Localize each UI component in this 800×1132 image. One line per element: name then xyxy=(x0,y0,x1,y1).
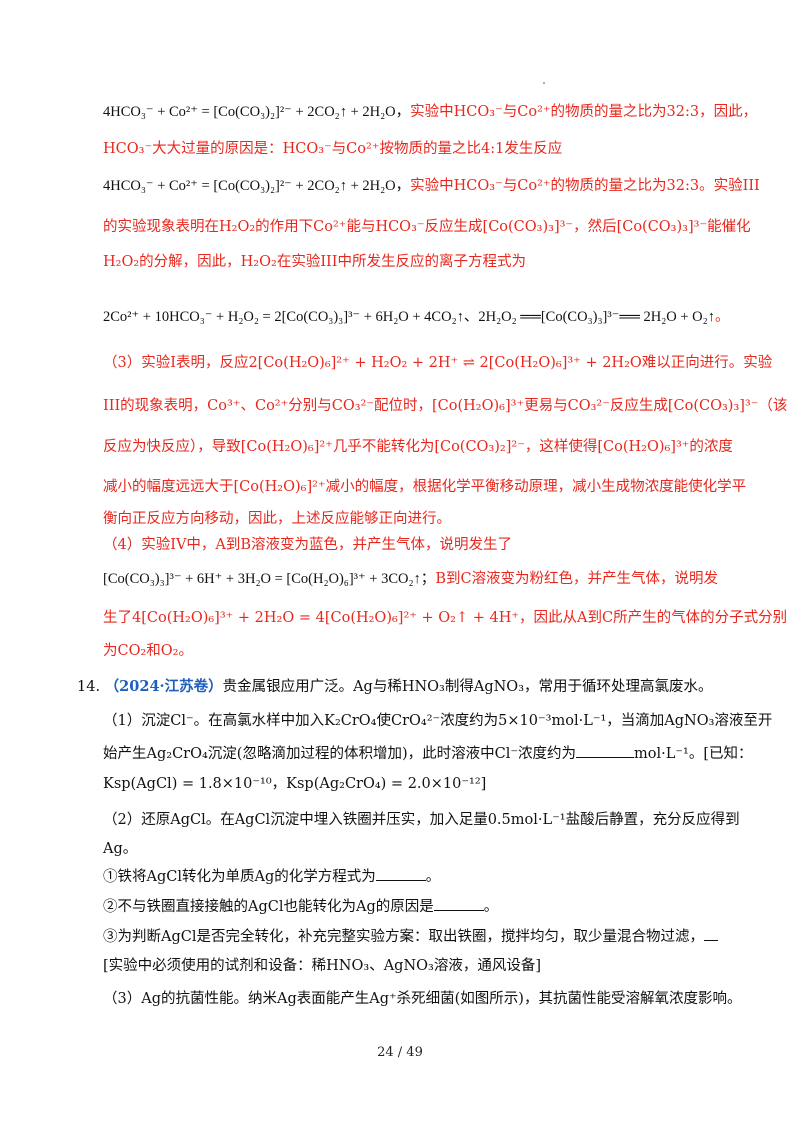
q14-part2-text: （2）还原AgCl。在AgCl沉淀中埋入铁圈并压实，加入足量0.5mol·L⁻¹… xyxy=(103,812,740,828)
answer-text: B到C溶液变为粉红色，并产生气体，说明发 xyxy=(435,571,719,587)
q14-part1-line2: 始产生Ag₂CrO₄沉淀(忽略滴加过程的体积增加)，此时溶液中Cl⁻浓度约为 mo… xyxy=(103,743,752,765)
q14-part2-text: 。 xyxy=(483,899,499,915)
q14-part2-item2: ②不与铁圈直接接触的AgCl也能转化为Ag的原因是 。 xyxy=(103,896,723,918)
answer-blank[interactable] xyxy=(433,896,484,911)
answer-blank[interactable] xyxy=(375,866,426,881)
equation: [Co(CO₃)₃]³⁻ + 6H⁺ + 3H₂O = [Co(H₂O)₆]³⁺… xyxy=(103,571,436,587)
answer-text: 为CO₂和O₂。 xyxy=(103,643,193,659)
answer-text: III的现象表明，Co³⁺、Co²⁺分别与CO₃²⁻配位时，[Co(H₂O)₆]… xyxy=(103,398,788,414)
answer-line-1: 4HCO₃⁻ + Co²⁺ = [Co(CO₃)₂]²⁻ + 2CO₂↑ + 2… xyxy=(103,101,757,123)
equation: 4HCO₃⁻ + Co²⁺ = [Co(CO₃)₂]²⁻ + 2CO₂↑ + 2… xyxy=(103,104,411,120)
answer-line-15: 为CO₂和O₂。 xyxy=(103,640,723,662)
q14-part2-line2: Ag。 xyxy=(103,838,723,860)
answer-text: 实验中HCO₃⁻与Co²⁺的物质的量之比为32:3，因此， xyxy=(410,104,758,120)
q14-part2-text: ①铁将AgCl转化为单质Ag的化学方程式为 xyxy=(103,869,376,885)
answer-line-9: 反应为快反应），导致[Co(H₂O)₆]²⁺几乎不能转化为[Co(CO₃)₂]²… xyxy=(103,436,733,458)
question-14-header: 14. （2024·江苏卷）贵金属银应用广泛。Ag与稀HNO₃制得AgNO₃，常… xyxy=(77,676,727,698)
speck xyxy=(543,82,545,84)
q14-part3-text: （3）Ag的抗菌性能。纳米Ag表面能产生Ag⁺杀死细菌(如图所示)，其抗菌性能受… xyxy=(103,991,742,1007)
answer-line-2: HCO₃⁻大大过量的原因是：HCO₃⁻与Co²⁺按物质的量之比4:1发生反应 xyxy=(103,138,723,160)
answer-text: （4）实验IV中，A到B溶液变为蓝色，并产生气体，说明发生了 xyxy=(103,537,513,553)
answer-text: （3）实验I表明，反应2[Co(H₂O)₆]²⁺ + H₂O₂ + 2H⁺ ⇌ … xyxy=(103,355,773,371)
answer-text: 反应为快反应），导致[Co(H₂O)₆]²⁺几乎不能转化为[Co(CO₃)₂]²… xyxy=(103,439,733,455)
answer-line-12: （4）实验IV中，A到B溶液变为蓝色，并产生气体，说明发生了 xyxy=(103,534,723,556)
q14-part1-line1: （1）沉淀Cl⁻。在高氯水样中加入K₂CrO₄使CrO₄²⁻浓度约为5×10⁻³… xyxy=(103,710,772,732)
answer-line-7: （3）实验I表明，反应2[Co(H₂O)₆]²⁺ + H₂O₂ + 2H⁺ ⇌ … xyxy=(103,352,772,374)
q14-part1-text: （1）沉淀Cl⁻。在高氯水样中加入K₂CrO₄使CrO₄²⁻浓度约为5×10⁻³… xyxy=(103,713,773,729)
answer-line-14: 生了4[Co(H₂O)₆]³⁺ + 2H₂O = 4[Co(H₂O)₆]²⁺ +… xyxy=(103,607,787,629)
answer-text: H₂O₂的分解，因此，H₂O₂在实验III中所发生反应的离子方程式为 xyxy=(103,254,526,270)
answer-line-4: 的实验现象表明在H₂O₂的作用下Co²⁺能与HCO₃⁻反应生成[Co(CO₃)₃… xyxy=(103,216,751,238)
answer-text: HCO₃⁻大大过量的原因是：HCO₃⁻与Co²⁺按物质的量之比4:1发生反应 xyxy=(103,141,563,157)
answer-line-8: III的现象表明，Co³⁺、Co²⁺分别与CO₃²⁻配位时，[Co(H₂O)₆]… xyxy=(103,395,787,417)
q14-ksp-values: Ksp(AgCl) = 1.8×10⁻¹⁰，Ksp(Ag₂CrO₄) = 2.0… xyxy=(103,776,487,792)
page-number: 24 / 49 xyxy=(377,1045,423,1060)
q14-part2-text: 。 xyxy=(425,869,441,885)
equation: 2Co²⁺ + 10HCO₃⁻ + H₂O₂ = 2[Co(CO₃)₃]³⁻ +… xyxy=(103,309,715,325)
answer-text: 生了4[Co(H₂O)₆]³⁺ + 2H₂O = 4[Co(H₂O)₆]²⁺ +… xyxy=(103,610,788,626)
answer-line-6: 2Co²⁺ + 10HCO₃⁻ + H₂O₂ = 2[Co(CO₃)₃]³⁻ +… xyxy=(103,306,729,328)
q14-part2-text: Ag。 xyxy=(103,841,138,857)
q14-part2-line1: （2）还原AgCl。在AgCl沉淀中埋入铁圈并压实，加入足量0.5mol·L⁻¹… xyxy=(103,809,740,831)
answer-text: 。 xyxy=(714,309,730,325)
question-intro: 贵金属银应用广泛。Ag与稀HNO₃制得AgNO₃，常用于循环处理高氯废水。 xyxy=(222,679,713,695)
answer-text: 减小的幅度远远大于[Co(H₂O)₆]²⁺减小的幅度，根据化学平衡移动原理，减小… xyxy=(103,479,747,495)
answer-text: 的实验现象表明在H₂O₂的作用下Co²⁺能与HCO₃⁻反应生成[Co(CO₃)₃… xyxy=(103,219,751,235)
answer-blank[interactable] xyxy=(703,926,718,941)
answer-text: 衡向正反应方向移动，因此，上述反应能够正向进行。 xyxy=(103,511,451,527)
q14-part2-text: ③为判断AgCl是否完全转化，补充完整实验方案：取出铁圈，搅拌均匀，取少量混合物… xyxy=(103,929,704,945)
q14-part2-item3: ③为判断AgCl是否完全转化，补充完整实验方案：取出铁圈，搅拌均匀，取少量混合物… xyxy=(103,926,723,948)
question-number: 14. xyxy=(77,679,101,695)
equation: 4HCO₃⁻ + Co²⁺ = [Co(CO₃)₂]²⁻ + 2CO₂↑ + 2… xyxy=(103,178,411,194)
answer-line-10: 减小的幅度远远大于[Co(H₂O)₆]²⁺减小的幅度，根据化学平衡移动原理，减小… xyxy=(103,476,746,498)
answer-line-5: H₂O₂的分解，因此，H₂O₂在实验III中所发生反应的离子方程式为 xyxy=(103,251,723,273)
q14-part3: （3）Ag的抗菌性能。纳米Ag表面能产生Ag⁺杀死细菌(如图所示)，其抗菌性能受… xyxy=(103,988,741,1010)
q14-part1-text: 始产生Ag₂CrO₄沉淀(忽略滴加过程的体积增加)，此时溶液中Cl⁻浓度约为 xyxy=(103,746,576,762)
q14-part1-text: mol·L⁻¹。[已知： xyxy=(634,746,753,762)
question-source: （2024·江苏卷） xyxy=(104,678,223,695)
q14-part2-text: [实验中必须使用的试剂和设备：稀HNO₃、AgNO₃溶液，通风设备] xyxy=(103,958,541,974)
answer-line-11: 衡向正反应方向移动，因此，上述反应能够正向进行。 xyxy=(103,508,723,530)
answer-line-3: 4HCO₃⁻ + Co²⁺ = [Co(CO₃)₂]²⁻ + 2CO₂↑ + 2… xyxy=(103,175,760,197)
q14-part2-item1: ①铁将AgCl转化为单质Ag的化学方程式为 。 xyxy=(103,866,723,888)
q14-part2-reagents: [实验中必须使用的试剂和设备：稀HNO₃、AgNO₃溶液，通风设备] xyxy=(103,955,723,977)
answer-text: 实验中HCO₃⁻与Co²⁺的物质的量之比为32:3。实验III xyxy=(410,178,760,194)
q14-part1-line3: Ksp(AgCl) = 1.8×10⁻¹⁰，Ksp(Ag₂CrO₄) = 2.0… xyxy=(103,773,723,795)
answer-line-13: [Co(CO₃)₃]³⁻ + 6H⁺ + 3H₂O = [Co(H₂O)₆]³⁺… xyxy=(103,568,723,590)
q14-part2-text: ②不与铁圈直接接触的AgCl也能转化为Ag的原因是 xyxy=(103,899,434,915)
answer-blank[interactable] xyxy=(576,743,634,758)
